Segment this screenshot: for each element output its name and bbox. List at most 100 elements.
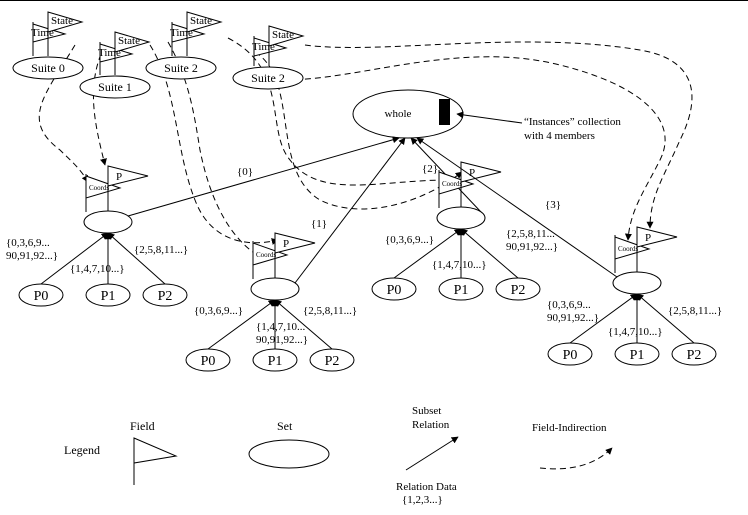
state-flag-icon — [186, 11, 223, 33]
suite-label: Suite 2 — [251, 71, 285, 85]
coords-label: Coords — [618, 245, 639, 253]
state-flag-icon — [47, 11, 84, 33]
point-label: P2 — [687, 348, 702, 363]
relation-data-label: {3} — [545, 199, 561, 211]
point-label: P0 — [201, 354, 216, 369]
subset-relation-arrow — [416, 137, 618, 278]
point-node-p1 — [438, 277, 484, 301]
indirection-suite3-to-instance3-b — [284, 56, 666, 241]
coords-label: Coords — [442, 180, 463, 188]
subset-relation-arrow — [127, 136, 400, 217]
suite-state-label: State — [118, 35, 140, 47]
instance-set-ellipse — [83, 210, 133, 234]
instances-collection-bar — [439, 99, 450, 125]
legend-field-indirection-label: Field-Indirection — [532, 422, 607, 434]
coords-flag-icon — [252, 242, 289, 266]
suite-label: Suite 2 — [164, 61, 198, 75]
suite-ellipse — [12, 56, 84, 80]
point-node-p2 — [495, 277, 541, 301]
point-label: P1 — [630, 348, 645, 363]
point-node-p2 — [309, 348, 355, 372]
mid-relation-data-line1: {1,4,7,10...} — [70, 263, 125, 275]
right-relation-data-line1: {2,5,8,11... — [506, 228, 555, 240]
whole-label: whole — [385, 108, 412, 120]
point-node-p1 — [252, 348, 298, 372]
suite-state-label: State — [51, 15, 73, 27]
coords-flag-icon — [85, 175, 122, 199]
mid-relation-data-line2: 90,91,92...} — [256, 334, 308, 346]
suite-ellipse — [145, 56, 217, 80]
point-label: P1 — [101, 289, 116, 304]
coords-label: Coords — [256, 251, 277, 259]
subset-arrow-p0 — [40, 232, 109, 285]
subset-arrow-p0 — [393, 228, 462, 279]
legend: Legend Field Set Subset Relation Relatio… — [64, 405, 613, 506]
instances-annotation-arrow — [456, 111, 523, 124]
suite-state-label: State — [190, 15, 212, 27]
point-label: P0 — [387, 283, 402, 298]
whole-set: whole “Instances” collection with 4 memb… — [352, 89, 621, 142]
instance-set-ellipse — [612, 271, 662, 295]
suite-ellipse — [232, 66, 304, 90]
legend-set-ellipse — [248, 439, 330, 469]
indirection-suite1-to-instance0 — [92, 44, 107, 166]
legend-field-label: Field — [130, 419, 155, 433]
point-label: P0 — [563, 348, 578, 363]
p-flag-icon — [107, 165, 149, 187]
legend-field-flag-icon — [133, 437, 178, 485]
p-flag-icon — [636, 226, 678, 248]
legend-subset-arrow — [405, 436, 459, 471]
mid-relation-data-line1: {1,4,7,10...} — [608, 326, 663, 338]
point-label: P2 — [511, 283, 526, 298]
left-relation-data-line2: 90,91,92...} — [6, 250, 58, 262]
p-label: P — [283, 238, 289, 250]
point-node-p2 — [671, 342, 717, 366]
p-flag-icon — [274, 232, 316, 254]
subset-arrow-p0 — [569, 293, 638, 344]
relation-data-label: {2} — [422, 163, 438, 175]
mid-relation-data-line1: {1,4,7,10... — [256, 321, 306, 333]
subset-arrow-p2 — [107, 232, 166, 285]
legend-subset-line1: Subset — [412, 405, 441, 417]
subset-relation-arrow — [294, 137, 406, 284]
indirection-suite2-to-instance1-b — [149, 44, 279, 245]
point-node-p2 — [142, 283, 188, 307]
suite-state-label: State — [272, 29, 294, 41]
legend-title: Legend — [64, 443, 100, 457]
subset-arrow-p0 — [207, 299, 276, 350]
relation-data-label: {1} — [311, 218, 327, 230]
indirection-suite3-to-instance3 — [304, 41, 693, 229]
instances-annotation-line1: “Instances” collection — [524, 116, 621, 128]
left-relation-data-line1: {0,3,6,9...} — [194, 305, 243, 317]
indirection-suite2-to-instance1 — [167, 41, 263, 259]
point-node-p0 — [371, 277, 417, 301]
point-label: P1 — [268, 354, 283, 369]
p-label: P — [116, 171, 122, 183]
coords-flag-icon — [438, 171, 475, 195]
state-flag-icon — [114, 31, 151, 53]
instance-set-ellipse — [250, 277, 300, 301]
right-relation-data-line1: {2,5,8,11...} — [134, 244, 188, 256]
instances-annotation-line2: with 4 members — [524, 130, 595, 142]
instance-set-ellipse — [436, 206, 486, 230]
legend-relation-data-line2: {1,2,3...} — [402, 494, 443, 506]
state-flag-icon — [268, 25, 305, 47]
legend-subset-line2: Relation — [412, 419, 450, 431]
point-node-p0 — [547, 342, 593, 366]
legend-relation-data-line1: Relation Data — [396, 481, 457, 493]
suite-label: Suite 0 — [31, 61, 65, 75]
suite-ellipse — [79, 75, 151, 99]
right-relation-data-line1: {2,5,8,11...} — [303, 305, 357, 317]
relation-data-label: {0} — [237, 166, 253, 178]
point-node-p0 — [18, 283, 64, 307]
suite-label: Suite 1 — [98, 80, 132, 94]
